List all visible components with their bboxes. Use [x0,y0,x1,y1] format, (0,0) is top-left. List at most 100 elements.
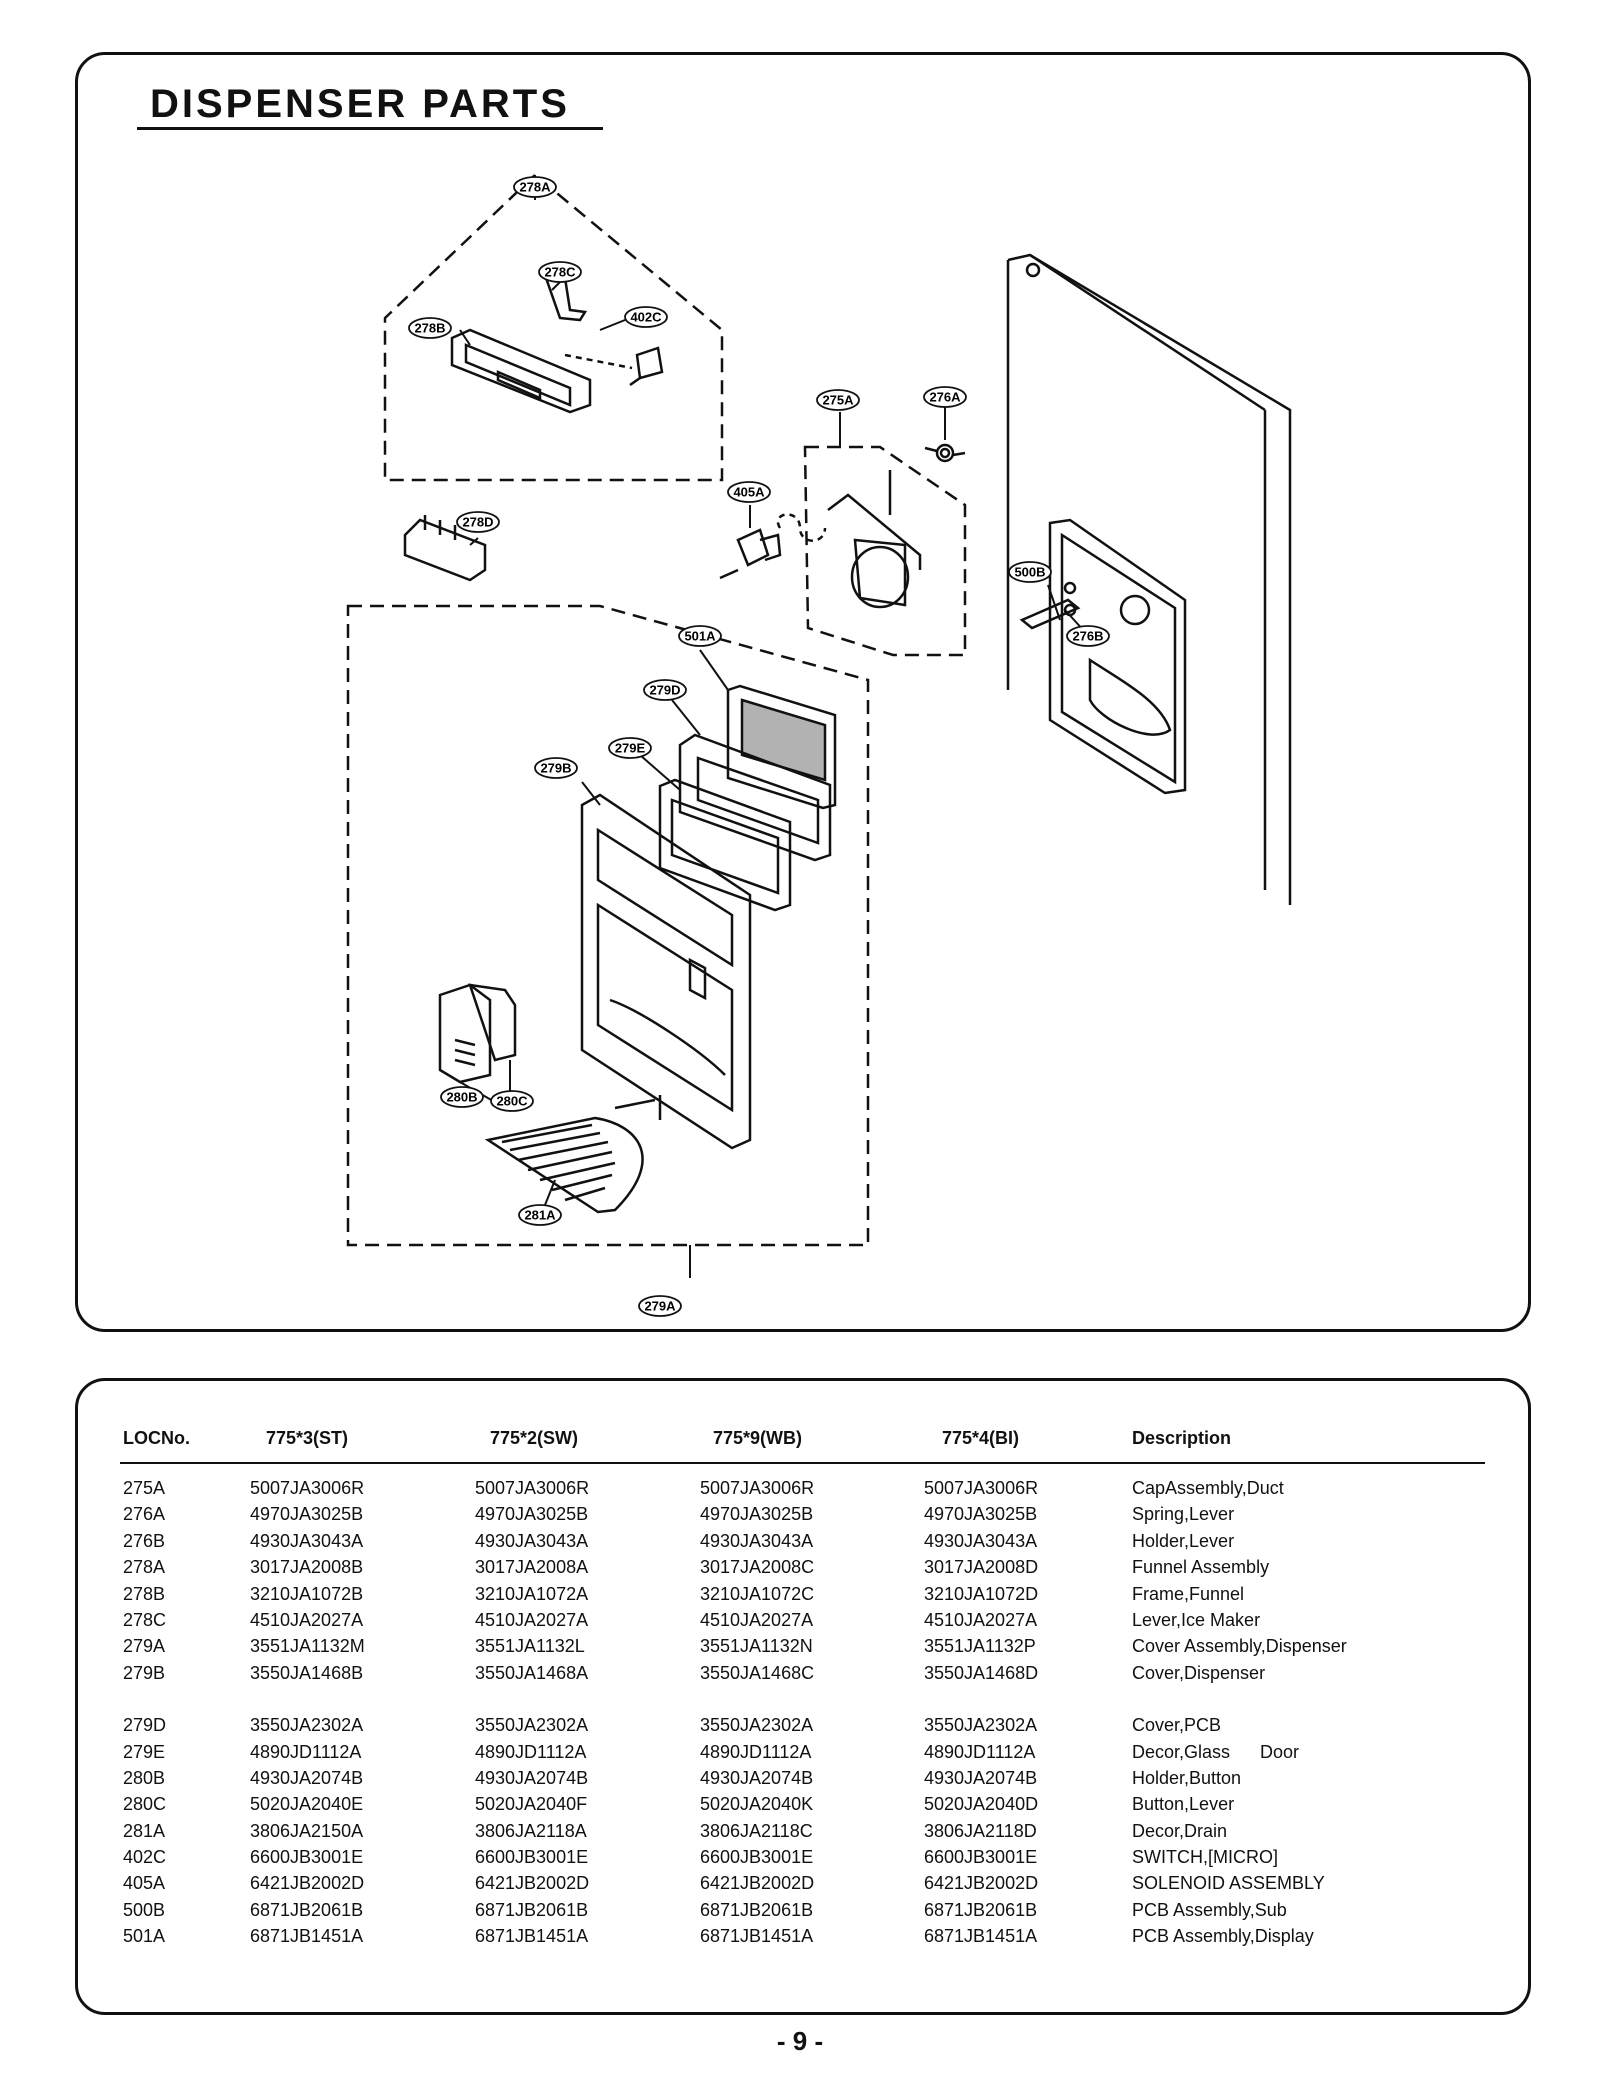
cell-locno: 275A [123,1478,166,1498]
button-assembly-drawing [438,983,517,1084]
cell-wb: 4930JA2074B [700,1767,814,1788]
callout-label: 279D [649,683,680,698]
cell-bi: 6871JB2061B [924,1899,1038,1920]
cell-st: 3806JA2150A [250,1820,364,1841]
cell-st: 3551JA1132M [250,1636,365,1657]
callout-label: 280B [446,1090,477,1105]
callout-bubble [816,389,860,411]
cell-st: 4510JA2027A [250,1609,364,1630]
cell-sw: 3551JA1132L [475,1636,585,1657]
cell-wb: 3017JA2008C [700,1557,815,1578]
callout-bubble [923,386,967,408]
callout-label: 279A [644,1299,676,1314]
cell-description: Decor,Glass Door [1132,1741,1300,1762]
parts-table-panel [75,1378,1531,2015]
title-underline [137,127,603,130]
cell-bi: 4510JA2027A [924,1609,1038,1630]
callout-bubble [538,261,582,283]
funnel-frame-drawing [450,273,592,414]
cell-locno: 405A [123,1873,166,1894]
cell-locno: 501A [123,1926,166,1947]
header-wb: 775*9(WB) [713,1428,803,1448]
cell-sw: 3550JA2302A [475,1715,589,1736]
cell-description: Holder,Button [1132,1767,1242,1788]
cell-bi: 6600JB3001E [924,1847,1038,1868]
callout-label: 501A [684,629,716,644]
cell-sw: 6871JB2061B [475,1899,589,1920]
cell-bi: 4970JA3025B [924,1504,1038,1525]
cell-description: PCB Assembly,Display [1132,1926,1314,1947]
cap-duct-boundary [803,445,967,657]
cell-sw: 3210JA1072A [475,1583,589,1604]
cell-description: CapAssembly,Duct [1132,1478,1284,1498]
callout-280b: 280B [440,1086,484,1108]
cell-wb: 5007JA3006R [700,1478,815,1498]
cell-st: 3550JA1468B [250,1662,364,1683]
cell-description: SOLENOID ASSEMBLY [1132,1873,1325,1894]
callout-bubble [638,1295,682,1317]
cell-st: 5020JA2040E [250,1794,364,1815]
callout-bubble [518,1204,562,1226]
callout-278c: 278C [538,261,582,283]
cell-locno: 279D [123,1715,167,1736]
callout-501a: 501A [678,625,722,647]
cell-wb: 3806JA2118C [700,1820,813,1841]
cell-locno: 279E [123,1741,166,1762]
cell-description: Decor,Drain [1132,1820,1228,1841]
cell-bi: 6871JB1451A [924,1926,1038,1947]
header-st: 775*3(ST) [266,1428,349,1448]
cell-st: 5007JA3006R [250,1478,365,1498]
cell-wb: 4930JA3043A [700,1530,814,1551]
cell-sw: 6600JB3001E [475,1847,589,1868]
callout-label: 276B [1072,629,1103,644]
cell-locno: 276A [123,1504,166,1525]
cell-description: PCB Assembly,Sub [1132,1899,1287,1920]
cell-locno: 279A [123,1636,166,1657]
cell-description: Cover Assembly,Dispenser [1132,1636,1347,1657]
cell-bi: 4930JA3043A [924,1530,1038,1551]
decor-glass-drawing [678,733,832,862]
cell-description: Cover,PCB [1132,1715,1222,1736]
callout-label: 405A [733,485,765,500]
cell-description: Cover,Dispenser [1132,1662,1266,1683]
callout-bubble [534,757,578,779]
header-bi: 775*4(BI) [942,1428,1020,1448]
callout-278a: 278A [513,176,557,198]
cell-st: 6421JB2002D [250,1873,365,1894]
callout-label: 281A [524,1208,556,1223]
cell-st: 6600JB3001E [250,1847,364,1868]
callout-405a: 405A [727,481,771,503]
callout-bubble [727,481,771,503]
cell-st: 3210JA1072B [250,1583,364,1604]
cell-sw: 5007JA3006R [475,1478,590,1498]
callout-279b: 279B [534,757,578,779]
callout-bubble [408,317,452,339]
cell-description: Button,Lever [1132,1794,1235,1815]
callout-label: 278D [462,515,493,530]
cell-sw: 6871JB1451A [475,1926,589,1947]
cell-st: 6871JB2061B [250,1899,364,1920]
callout-402c: 402C [624,306,668,328]
cell-st: 6871JB1451A [250,1926,364,1947]
cell-locno: 280B [123,1767,166,1788]
callout-label: 278C [544,265,576,280]
cover-assembly-boundary [346,604,870,1247]
cell-wb: 6421JB2002D [700,1873,815,1894]
callout-bubble [624,306,668,328]
cell-locno: 280C [123,1794,167,1815]
cell-wb: 3550JA2302A [700,1715,814,1736]
callout-500b: 500B [1008,561,1052,583]
cell-description: Lever,Ice Maker [1132,1609,1261,1630]
cell-wb: 3210JA1072C [700,1583,815,1604]
